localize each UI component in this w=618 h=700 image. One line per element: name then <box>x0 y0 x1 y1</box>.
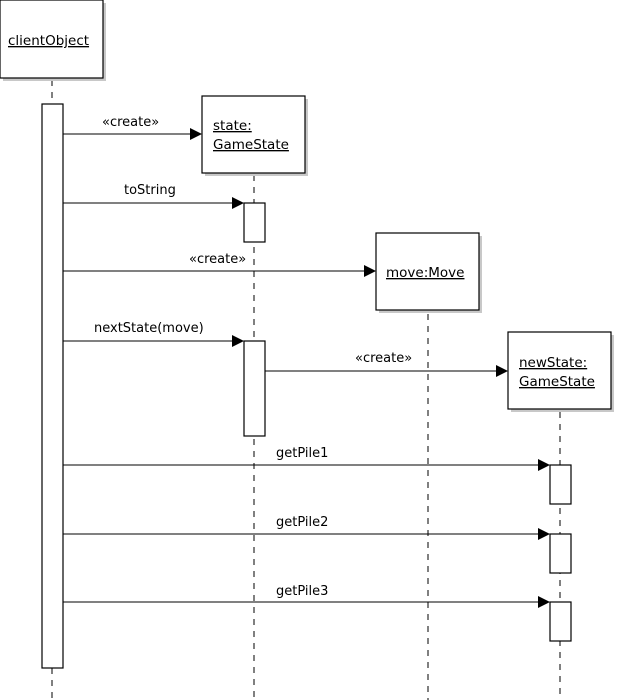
message-create-newstate: «create» <box>265 351 508 377</box>
message-label: getPile1 <box>276 446 328 461</box>
message-label: «create» <box>102 115 159 130</box>
message-label: «create» <box>189 252 246 267</box>
object-newstate[interactable]: newState: GameState <box>507 331 614 412</box>
message-label: getPile2 <box>276 515 328 530</box>
object-state-name-line2: GameState <box>213 137 289 153</box>
message-to-string: toString <box>63 183 244 209</box>
message-create-move: «create» <box>63 252 376 277</box>
object-newstate-name-line1: newState: <box>519 355 587 371</box>
arrowhead-icon <box>190 128 202 140</box>
activation-client <box>41 103 64 669</box>
arrowhead-icon <box>538 459 550 471</box>
message-next-state: nextState(move) <box>63 321 244 347</box>
object-move-name: move:Move <box>386 265 464 281</box>
message-label: nextState(move) <box>94 321 204 336</box>
arrowhead-icon <box>538 596 550 608</box>
arrowhead-icon <box>538 528 550 540</box>
message-label: «create» <box>355 351 412 366</box>
object-client-name: clientObject <box>8 33 89 49</box>
message-label: toString <box>124 183 176 198</box>
message-label: getPile3 <box>276 584 328 599</box>
arrowhead-icon <box>232 197 244 209</box>
activation-newstate-getpile3 <box>549 601 572 642</box>
message-create-state: «create» <box>63 115 202 140</box>
arrowhead-icon <box>232 335 244 347</box>
activation-state-tostring <box>243 202 266 243</box>
message-get-pile2: getPile2 <box>63 515 550 540</box>
activation-newstate-getpile2 <box>549 533 572 574</box>
arrowhead-icon <box>496 365 508 377</box>
object-newstate-name-line2: GameState <box>519 374 595 390</box>
activation-newstate-getpile1 <box>549 464 572 505</box>
object-state-name-line1: state: <box>213 118 252 134</box>
object-move[interactable]: move:Move <box>375 232 482 313</box>
object-client[interactable]: clientObject <box>0 0 106 81</box>
message-get-pile3: getPile3 <box>63 584 550 608</box>
arrowhead-icon <box>364 265 376 277</box>
activation-state-nextstate <box>243 340 266 437</box>
object-state[interactable]: state: GameState <box>201 95 308 176</box>
message-get-pile1: getPile1 <box>63 446 550 471</box>
